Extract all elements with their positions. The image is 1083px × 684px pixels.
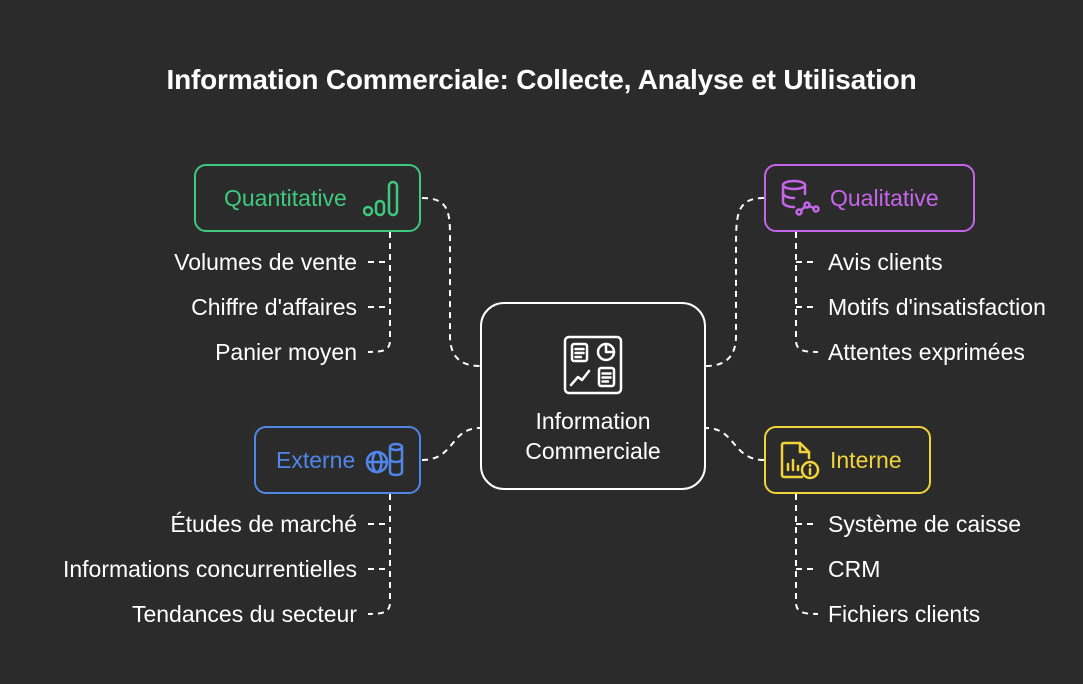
node-quantitative-label: Quantitative: [224, 184, 347, 211]
item-qualitative-3: Attentes exprimées: [828, 339, 1025, 365]
document-info-icon: [780, 441, 820, 480]
item-qualitative-1: Avis clients: [828, 249, 943, 275]
connector-interne-items: [795, 494, 819, 615]
item-externe-2: Informations concurrentielles: [62, 556, 357, 582]
connector-quantitative-items: [367, 232, 391, 353]
item-quantitative-1: Volumes de vente: [174, 249, 357, 275]
node-externe-label: Externe: [276, 446, 356, 473]
item-quantitative-3: Panier moyen: [215, 339, 357, 365]
item-externe-3: Tendances du secteur: [131, 601, 357, 627]
bar-chart-icon: [362, 180, 398, 217]
connector-qualitative-center: [705, 197, 765, 367]
connector-qualitative-items: [795, 232, 819, 353]
globe-database-icon: [366, 442, 404, 477]
item-qualitative-2: Motifs d'insatisfaction: [828, 294, 1046, 320]
connector-externe-items: [367, 494, 391, 615]
connector-quantitative-center: [421, 197, 481, 367]
item-interne-2: CRM: [828, 556, 881, 582]
center-label: Information Commerciale: [525, 406, 660, 466]
diagram-title: Information Commerciale: Collecte, Analy…: [166, 64, 917, 95]
node-qualitative-label: Qualitative: [830, 184, 939, 211]
connector-interne-center: [705, 427, 765, 461]
database-network-icon: [781, 179, 820, 216]
item-externe-1: Études de marché: [170, 511, 357, 537]
dashboard-icon: [563, 335, 623, 395]
node-quantitative: Quantitative: [194, 164, 421, 232]
item-quantitative-2: Chiffre d'affaires: [191, 294, 357, 320]
item-interne-1: Système de caisse: [828, 511, 1022, 537]
center-node: Information Commerciale: [480, 302, 706, 490]
item-interne-3: Fichiers clients: [828, 601, 981, 627]
node-interne-label: Interne: [830, 446, 902, 473]
node-interne: Interne: [764, 426, 931, 494]
node-externe: Externe: [254, 426, 421, 494]
node-qualitative: Qualitative: [764, 164, 975, 232]
center-label-line-2: Commerciale: [525, 438, 661, 464]
center-label-line-1: Information: [535, 408, 651, 434]
connector-externe-center: [421, 427, 481, 461]
